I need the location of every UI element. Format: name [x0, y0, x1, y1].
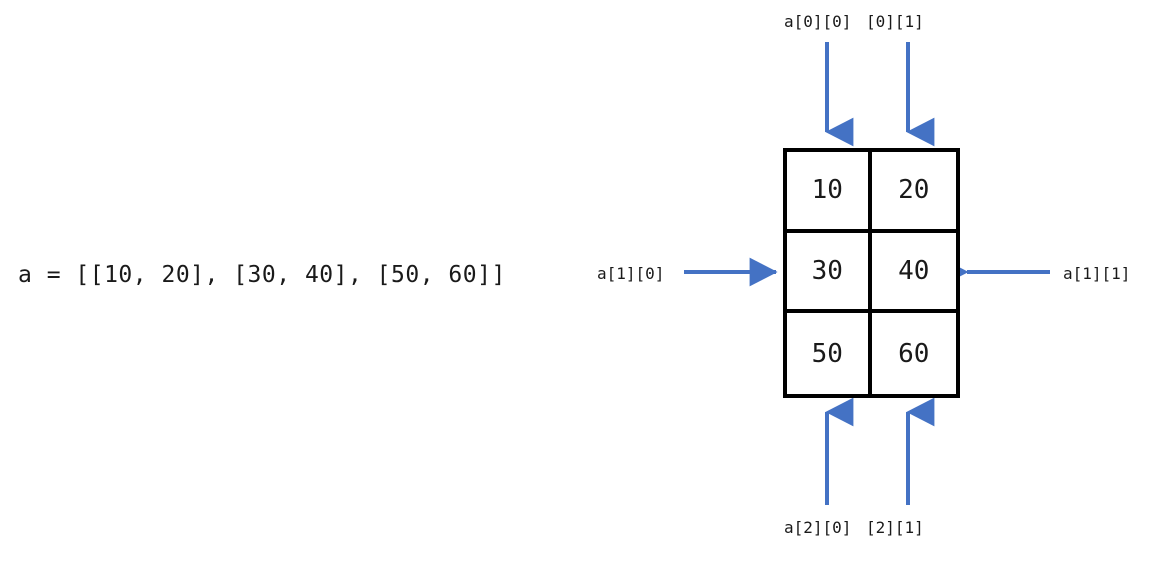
- matrix-cell-value: 60: [898, 338, 930, 369]
- array-literal-expression: a = [[10, 20], [30, 40], [50, 60]]: [18, 262, 506, 288]
- matrix-cell-value: 50: [811, 338, 843, 369]
- index-label-left: a[1][0]: [597, 264, 665, 283]
- matrix-cell-value: 40: [898, 255, 930, 286]
- matrix-grid: 10 20 30 40 50 60: [783, 148, 960, 398]
- index-label-top-left: a[0][0]: [784, 12, 852, 31]
- index-label-top-right: [0][1]: [866, 12, 924, 31]
- matrix-cell-1-1: 40: [871, 232, 956, 314]
- index-label-bottom-right: [2][1]: [866, 518, 924, 537]
- matrix-cell-2-0: 50: [787, 313, 872, 394]
- matrix-cell-1-0: 30: [787, 232, 872, 314]
- matrix-cell-value: 10: [811, 175, 843, 206]
- matrix-cell-value: 30: [811, 255, 843, 286]
- matrix-cell-2-1: 60: [871, 313, 956, 394]
- index-label-right: a[1][1]: [1063, 264, 1131, 283]
- matrix-cell-value: 20: [898, 175, 930, 206]
- matrix-cell-0-0: 10: [787, 152, 872, 233]
- index-label-bottom-left: a[2][0]: [784, 518, 852, 537]
- matrix-cell-0-1: 20: [871, 152, 956, 233]
